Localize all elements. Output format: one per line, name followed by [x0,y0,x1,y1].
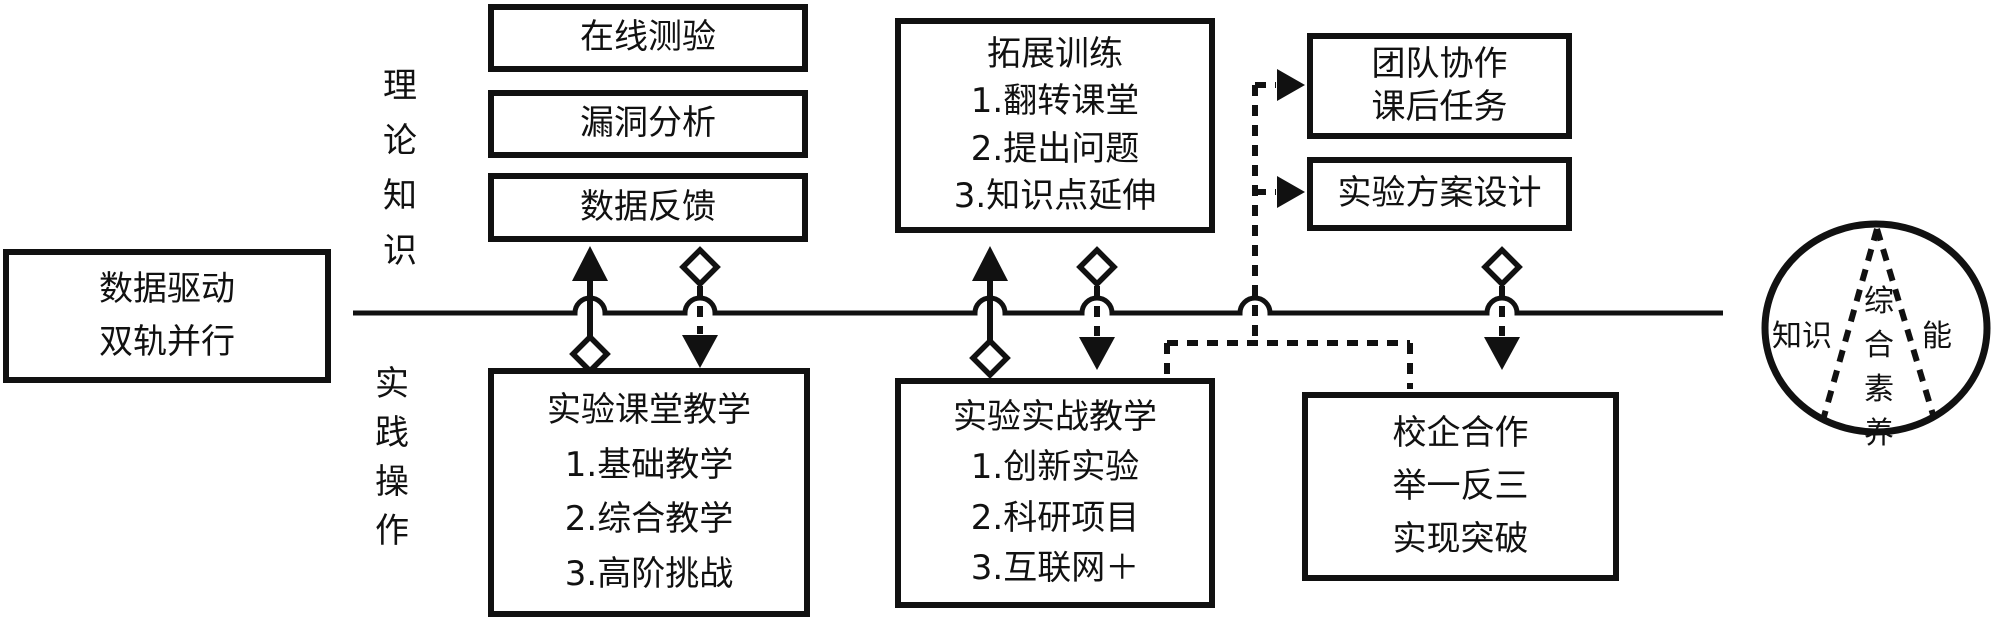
circle-label-comprehensive-literacy: 综 合 素 养 [1862,276,1896,451]
down-arrow-icon [682,335,718,368]
label-char: 践 [375,413,409,453]
diamond-icon [569,333,611,375]
label-char: 操 [375,462,409,502]
circle-label-ability: 能 [1922,319,1952,354]
box-leak-analysis: 漏洞分析 [488,90,808,158]
box-online-test: 在线测验 [488,4,808,72]
diamond-icon [1076,246,1118,288]
label-char: 实 [375,364,409,404]
down-arrow-icon [1079,337,1115,370]
diamond-icon [1481,246,1523,288]
box-line: 数据反馈 [580,186,716,227]
box-practice-combat: 实验实战教学 1.创新实验 2.科研项目 3.互联网＋ [895,378,1215,608]
circle-label-knowledge: 知识 [1772,319,1832,354]
up-arrow-icon [572,246,608,281]
label-char: 养 [1864,416,1894,451]
down-arrow-icon [1484,337,1520,370]
box-line: 实验实战教学 [953,396,1157,437]
box-line: 2.科研项目 [970,497,1140,538]
diamond-icon [679,246,721,288]
box-line: 举一反三 [1392,465,1529,506]
label-theory-knowledge: 理 论 知 识 [382,58,418,272]
label-char: 知 [383,176,417,216]
box-practice-class: 实验课堂教学 1.基础教学 2.综合教学 3.高阶挑战 [488,368,810,617]
label-char: 论 [383,121,417,161]
label-char: 素 [1864,372,1894,407]
box-line: 实现突破 [1392,518,1529,559]
box-data-feedback: 数据反馈 [488,173,808,242]
box-line: 团队协作 [1371,43,1508,84]
up-arrow-icon [972,246,1008,281]
box-line: 1.翻转课堂 [970,81,1140,122]
box-teamwork: 团队协作 课后任务 [1307,33,1572,139]
label-char: 综 [1864,284,1894,319]
box-line: 数据驱动 [99,269,235,310]
label-char: 合 [1864,328,1894,363]
box-line: 漏洞分析 [580,103,716,144]
label-char: 作 [375,511,409,551]
box-line: 校企合作 [1392,412,1529,453]
box-line: 3.知识点延伸 [953,176,1157,217]
box-line: 实验课堂教学 [547,390,751,431]
box-scheme-design: 实验方案设计 [1307,157,1572,231]
box-line: 1.基础教学 [564,444,734,485]
right-arrow-icon [1277,69,1305,101]
label-char: 识 [383,231,417,271]
box-line: 在线测验 [580,17,716,58]
box-line: 3.互联网＋ [970,548,1140,589]
label-char: 理 [383,66,417,106]
dashed-divider [1874,228,1937,419]
box-line: 3.高阶挑战 [564,553,734,594]
box-line: 课后任务 [1371,86,1508,127]
box-line: 双轨并行 [99,321,235,362]
goal-circle [1761,220,1991,436]
box-data-driven: 数据驱动 双轨并行 [3,249,331,383]
main-rail-line [353,295,1723,316]
box-line: 2.综合教学 [564,499,734,540]
label-practice-operation: 实 践 操 作 [374,356,410,551]
box-line: 实验方案设计 [1337,173,1542,214]
box-cooperation: 校企合作 举一反三 实现突破 [1302,392,1619,581]
box-line: 2.提出问题 [970,128,1140,169]
diamond-icon [969,337,1011,379]
right-arrow-icon [1277,176,1305,208]
box-expand-training: 拓展训练 1.翻转课堂 2.提出问题 3.知识点延伸 [895,18,1215,233]
box-line: 拓展训练 [987,33,1123,74]
box-line: 1.创新实验 [970,447,1140,488]
